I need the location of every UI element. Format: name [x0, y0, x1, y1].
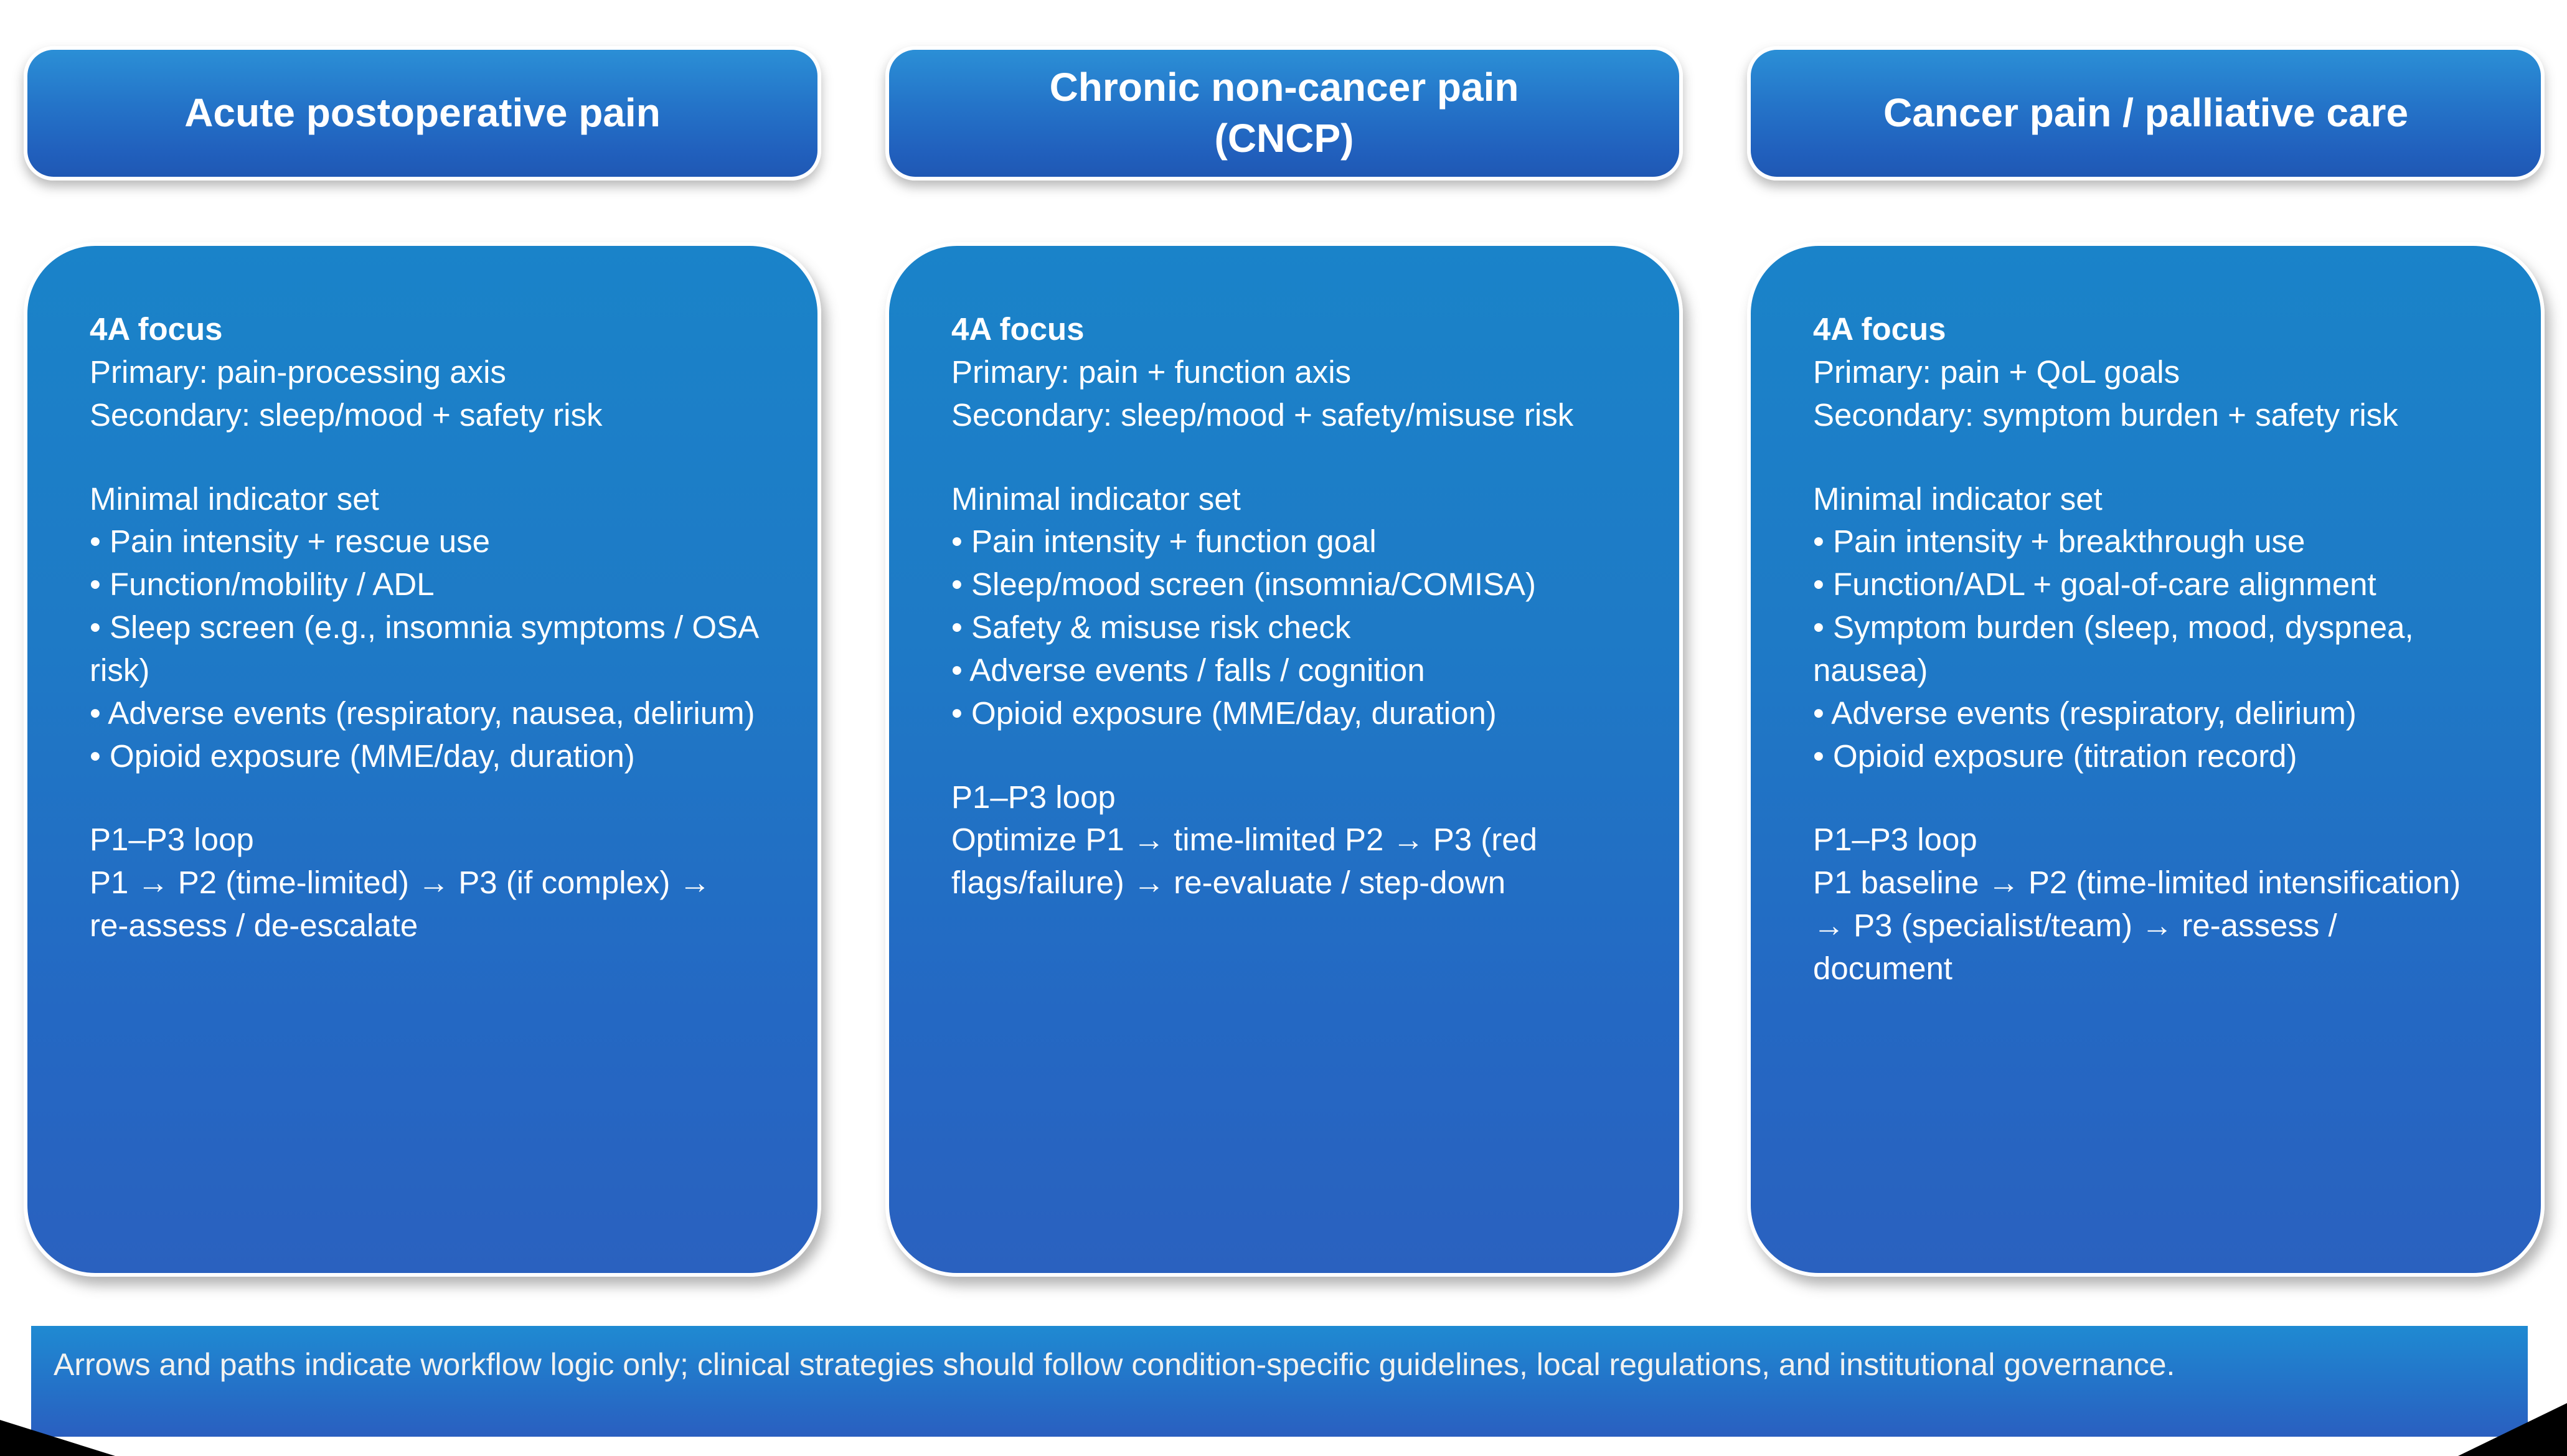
- focus-title: 4A focus: [951, 311, 1085, 347]
- spacer: [1813, 437, 2481, 478]
- spacer: [951, 437, 1619, 478]
- loop-title: P1–P3 loop: [1813, 822, 1977, 858]
- header-chronic-non-cancer-pain: Chronic non-cancer pain (CNCP): [885, 46, 1683, 181]
- header-cancer-pain-palliative-care: Cancer pain / palliative care: [1747, 46, 2545, 181]
- focus-secondary: Secondary: sleep/mood + safety risk: [90, 397, 603, 433]
- focus-secondary: Secondary: sleep/mood + safety/misuse ri…: [951, 397, 1574, 433]
- loop-text: Optimize P1 → time-limited P2 → P3 (red …: [951, 822, 1537, 901]
- indicator-item: • Pain intensity + function goal: [951, 524, 1377, 560]
- indicator-item: • Sleep/mood screen (insomnia/COMISA): [951, 566, 1537, 603]
- indicator-item: • Function/ADL + goal-of-care alignment: [1813, 566, 2376, 603]
- header-label: Cancer pain / palliative care: [1883, 90, 2409, 136]
- indicator-item: • Opioid exposure (MME/day, duration): [951, 695, 1497, 731]
- indicator-item: • Adverse events (respiratory, delirium): [1813, 695, 2357, 731]
- header-label: Acute postoperative pain: [184, 90, 661, 136]
- spacer: [90, 777, 758, 819]
- indicator-item: • Opioid exposure (titration record): [1813, 738, 2297, 774]
- focus-primary: Primary: pain + QoL goals: [1813, 354, 2180, 390]
- indicator-item: • Pain intensity + rescue use: [90, 524, 490, 560]
- header-label-line1: Chronic non-cancer pain: [1049, 65, 1519, 110]
- loop-text: P1 → P2 (time-limited) → P3 (if complex)…: [90, 865, 711, 944]
- indicator-item: • Adverse events (respiratory, nausea, d…: [90, 695, 755, 731]
- footer-note: Arrows and paths indicate workflow logic…: [54, 1347, 2175, 1382]
- card-chronic-non-cancer-pain: 4A focus Primary: pain + function axis S…: [885, 242, 1683, 1277]
- focus-title: 4A focus: [90, 311, 223, 347]
- card-acute-postoperative-pain: 4A focus Primary: pain-processing axis S…: [24, 242, 821, 1277]
- indicator-item: • Symptom burden (sleep, mood, dyspnea, …: [1813, 609, 2414, 688]
- focus-primary: Primary: pain-processing axis: [90, 354, 506, 390]
- indicator-item: • Adverse events / falls / cognition: [951, 652, 1425, 688]
- spacer: [951, 735, 1619, 776]
- indicator-item: • Opioid exposure (MME/day, duration): [90, 738, 635, 774]
- loop-text: P1 baseline → P2 (time-limited intensifi…: [1813, 865, 2461, 986]
- indicator-item: • Sleep screen (e.g., insomnia symptoms …: [90, 609, 758, 688]
- focus-secondary: Secondary: symptom burden + safety risk: [1813, 397, 2398, 433]
- indicator-item: • Function/mobility / ADL: [90, 566, 435, 603]
- footer-disclaimer-banner: Arrows and paths indicate workflow logic…: [31, 1326, 2528, 1437]
- spacer: [90, 437, 758, 478]
- indicator-title: Minimal indicator set: [951, 481, 1241, 517]
- spacer: [1813, 777, 2481, 819]
- header-acute-postoperative-pain: Acute postoperative pain: [24, 46, 821, 181]
- indicator-title: Minimal indicator set: [90, 481, 379, 517]
- header-label-line2: (CNCP): [1214, 116, 1354, 161]
- focus-title: 4A focus: [1813, 311, 1946, 347]
- loop-title: P1–P3 loop: [90, 822, 254, 858]
- focus-primary: Primary: pain + function axis: [951, 354, 1352, 390]
- indicator-item: • Safety & misuse risk check: [951, 609, 1351, 646]
- indicator-item: • Pain intensity + breakthrough use: [1813, 524, 2306, 560]
- card-cancer-pain-palliative-care: 4A focus Primary: pain + QoL goals Secon…: [1747, 242, 2545, 1277]
- loop-title: P1–P3 loop: [951, 779, 1116, 815]
- indicator-title: Minimal indicator set: [1813, 481, 2103, 517]
